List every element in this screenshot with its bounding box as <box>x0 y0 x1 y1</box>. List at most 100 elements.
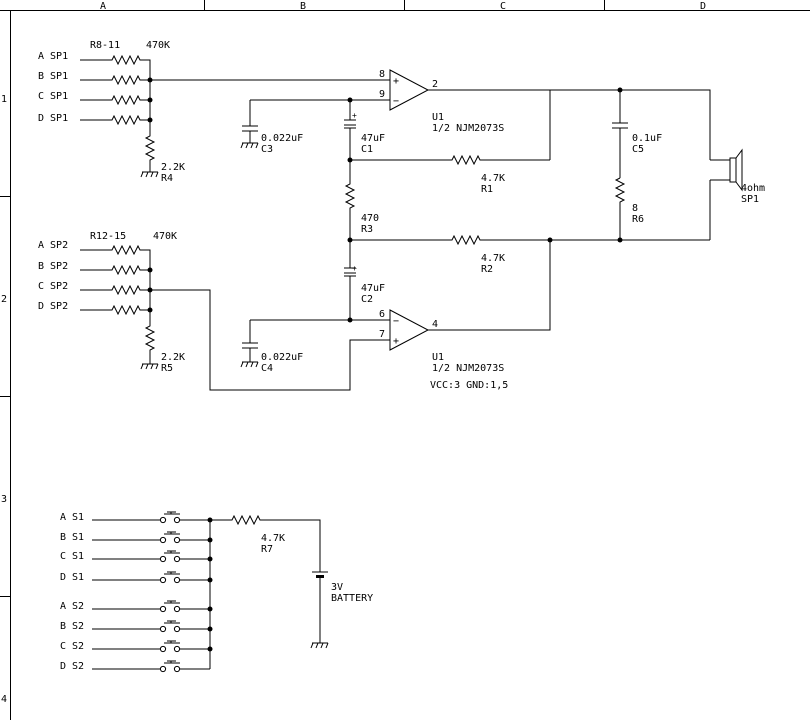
battery <box>316 575 324 578</box>
resistor-r7 <box>210 514 321 572</box>
pin-2-label: 2 <box>432 79 438 90</box>
u1b-part: 1/2 NJM2073S <box>432 363 504 374</box>
c4-reference: C4 <box>261 363 273 374</box>
resistor-r5 <box>144 310 156 364</box>
c2-polarity: + <box>352 264 357 273</box>
junction-dot <box>207 626 213 632</box>
r2-reference: R2 <box>481 264 493 275</box>
row-label-4: 4 <box>1 694 7 705</box>
switch-row-b-s1: B S1 <box>60 531 210 544</box>
r12-15-reference: R12-15 <box>90 231 126 242</box>
r2-value: 4.7K <box>481 253 505 264</box>
sp2-input-label-a: A SP2 <box>38 240 68 251</box>
r6-reference: R6 <box>632 214 644 225</box>
op-amp-u1b-plus: + <box>393 336 399 347</box>
switch-label: A S1 <box>60 512 84 523</box>
r8-11-value: 470K <box>146 40 170 51</box>
c1-reference: C1 <box>361 144 373 155</box>
column-label-c: C <box>500 1 506 12</box>
r3-reference: R3 <box>361 224 373 235</box>
resistor-r9 <box>80 74 150 86</box>
junction-dot <box>207 577 213 583</box>
sp2-input-label-b: B SP2 <box>38 261 68 272</box>
ground-symbol <box>240 361 259 368</box>
c4-value: 0.022uF <box>261 352 303 363</box>
junction-dot <box>147 97 153 103</box>
r8-11-reference: R8-11 <box>90 40 120 51</box>
resistor-r10 <box>80 94 150 106</box>
switch-label: B S2 <box>60 621 84 632</box>
sp1-input-label-a: A SP1 <box>38 51 68 62</box>
capacitor-c4 <box>242 320 258 362</box>
resistor-r8 <box>80 54 151 120</box>
switch-label: D S2 <box>60 661 84 672</box>
r1-reference: R1 <box>481 184 493 195</box>
resistor-r2 <box>350 234 710 246</box>
junction-dot <box>207 646 213 652</box>
pin-4-label: 4 <box>432 319 438 330</box>
switch-label: A S2 <box>60 601 84 612</box>
row-label-2: 2 <box>1 294 7 305</box>
ground-symbol <box>140 171 159 178</box>
switch-row-c-s2: C S2 <box>60 640 210 653</box>
resistor-r12 <box>80 244 151 310</box>
r4-reference: R4 <box>161 173 173 184</box>
c1-polarity: + <box>352 111 357 120</box>
switch-label: D S1 <box>60 572 84 583</box>
wire <box>428 89 711 160</box>
sp1-input-label-b: B SP1 <box>38 71 68 82</box>
c2-value: 47uF <box>361 283 385 294</box>
resistor-r4 <box>144 120 156 172</box>
c5-reference: C5 <box>632 144 644 155</box>
junction-dot <box>207 606 213 612</box>
resistor-r6 <box>614 177 626 240</box>
switch-row-c-s1: C S1 <box>60 550 210 563</box>
junction-dot <box>147 287 153 293</box>
sp1-input-label-c: C SP1 <box>38 91 68 102</box>
r6-value: 8 <box>632 203 638 214</box>
resistor-r11 <box>80 114 150 126</box>
op-amp-u1a-plus: + <box>393 76 399 87</box>
wire <box>150 289 390 391</box>
u1b-reference: U1 <box>432 352 444 363</box>
capacitor-c1 <box>344 100 356 160</box>
junction-dot <box>207 556 213 562</box>
switch-bank: A S1 B S1 C S1 D S1 A S2 <box>60 511 373 673</box>
pin-9-label: 9 <box>379 89 385 100</box>
op-amp-u1a <box>389 69 430 111</box>
speaker-sp1 <box>710 148 743 192</box>
switch-label: C S1 <box>60 551 84 562</box>
r12-15-value: 470K <box>153 231 177 242</box>
r5-reference: R5 <box>161 363 173 374</box>
column-label-d: D <box>700 1 706 12</box>
capacitor-c3 <box>242 100 258 143</box>
u1a-reference: U1 <box>432 112 444 123</box>
r3-value: 470 <box>361 213 379 224</box>
switch-row-a-s1: A S1 <box>60 511 210 524</box>
switch-row-d-s1: D S1 <box>60 571 210 584</box>
r7-reference: R7 <box>261 544 273 555</box>
ground-symbol <box>140 363 159 370</box>
sp1-input-label-d: D SP1 <box>38 113 68 124</box>
op-amp-u1b <box>389 309 430 351</box>
c3-value: 0.022uF <box>261 133 303 144</box>
sp2-input-label-d: D SP2 <box>38 301 68 312</box>
op-amp-u1a-minus: − <box>393 96 399 107</box>
pin-7-label: 7 <box>379 329 385 340</box>
resistor-r13 <box>80 264 150 276</box>
resistor-r1 <box>350 154 550 166</box>
resistor-r14 <box>80 284 150 296</box>
r5-value: 2.2K <box>161 352 185 363</box>
lower-amplifier-section: 4.7K R2 + 47uF C2 − + 6 7 4 U1 1/2 NJM20… <box>150 234 710 391</box>
speaker-value: 4ohm <box>741 183 765 194</box>
op-amp-u1b-minus: − <box>393 316 399 327</box>
c1-value: 47uF <box>361 133 385 144</box>
switch-row-b-s2: B S2 <box>60 620 210 633</box>
c3-reference: C3 <box>261 144 273 155</box>
battery-value: 3V <box>331 582 343 593</box>
ground-symbol <box>310 642 329 649</box>
power-note: VCC:3 GND:1,5 <box>430 380 508 391</box>
capacitor-c2 <box>344 240 356 320</box>
